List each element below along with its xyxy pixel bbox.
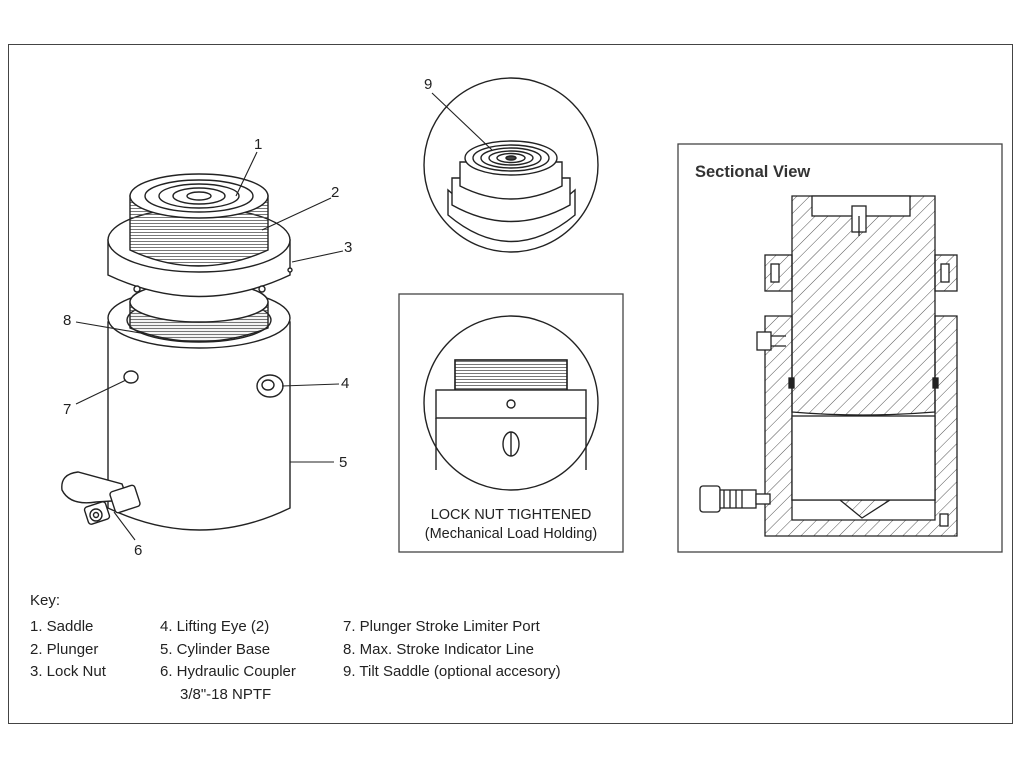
lock-nut-caption-line2: (Mechanical Load Holding)	[424, 526, 598, 542]
callout-4: 4	[341, 375, 349, 392]
key-item-continuation: 3/8"-18 NPTF	[180, 685, 272, 703]
key-item: 1. Saddle	[30, 618, 94, 635]
callout-5: 5	[339, 454, 347, 471]
callout-9: 9	[424, 76, 432, 93]
sectional-view-title: Sectional View	[695, 163, 811, 181]
callout-8: 8	[63, 312, 71, 329]
callout-2: 2	[331, 184, 339, 201]
key-item: 4. Lifting Eye (2)	[160, 618, 270, 635]
stroke-limiter-port	[123, 370, 139, 384]
diagram-frame	[8, 44, 1013, 724]
key-item: 5. Cylinder Base	[160, 640, 271, 658]
lock-nut-panel	[398, 293, 624, 553]
cylinder-base	[107, 321, 291, 531]
sectional-view	[677, 143, 1003, 553]
callout-3: 3	[344, 239, 352, 256]
lock-nut-caption: LOCK NUT TIGHTENED (Mechanical Load Hold…	[399, 506, 623, 544]
main-cylinder	[61, 173, 293, 531]
callout-numbers: 1 2 3 4 5 6 7 8 9	[63, 76, 432, 559]
hydraulic-coupler	[61, 471, 141, 525]
callout-7: 7	[63, 401, 71, 418]
key-column-2: 4. Lifting Eye (2) 5. Cylinder Base 6. H…	[160, 616, 296, 706]
key-column-1: 1. Saddle 2. Plunger 3. Lock Nut	[30, 616, 106, 684]
section-coupler	[699, 485, 721, 513]
tilt-saddle-detail	[423, 77, 599, 253]
key-item: 7. Plunger Stroke Limiter Port	[343, 618, 540, 635]
key-item: 2. Plunger	[30, 640, 99, 658]
key-title: Key:	[30, 592, 61, 609]
lock-nut-caption-line1: LOCK NUT TIGHTENED	[430, 507, 592, 523]
callout-1: 1	[254, 136, 262, 153]
key-item: 6. Hydraulic Coupler	[160, 663, 296, 680]
key-item: 3. Lock Nut	[30, 663, 106, 680]
key-item: 8. Max. Stroke Indicator Line	[343, 640, 534, 658]
callout-6: 6	[134, 542, 142, 559]
key-item: 9. Tilt Saddle (optional accesory)	[343, 663, 561, 680]
key-column-3: 7. Plunger Stroke Limiter Port 8. Max. S…	[343, 616, 561, 684]
leader-lines	[75, 92, 493, 541]
section-plunger	[791, 195, 936, 416]
saddle	[129, 173, 269, 219]
